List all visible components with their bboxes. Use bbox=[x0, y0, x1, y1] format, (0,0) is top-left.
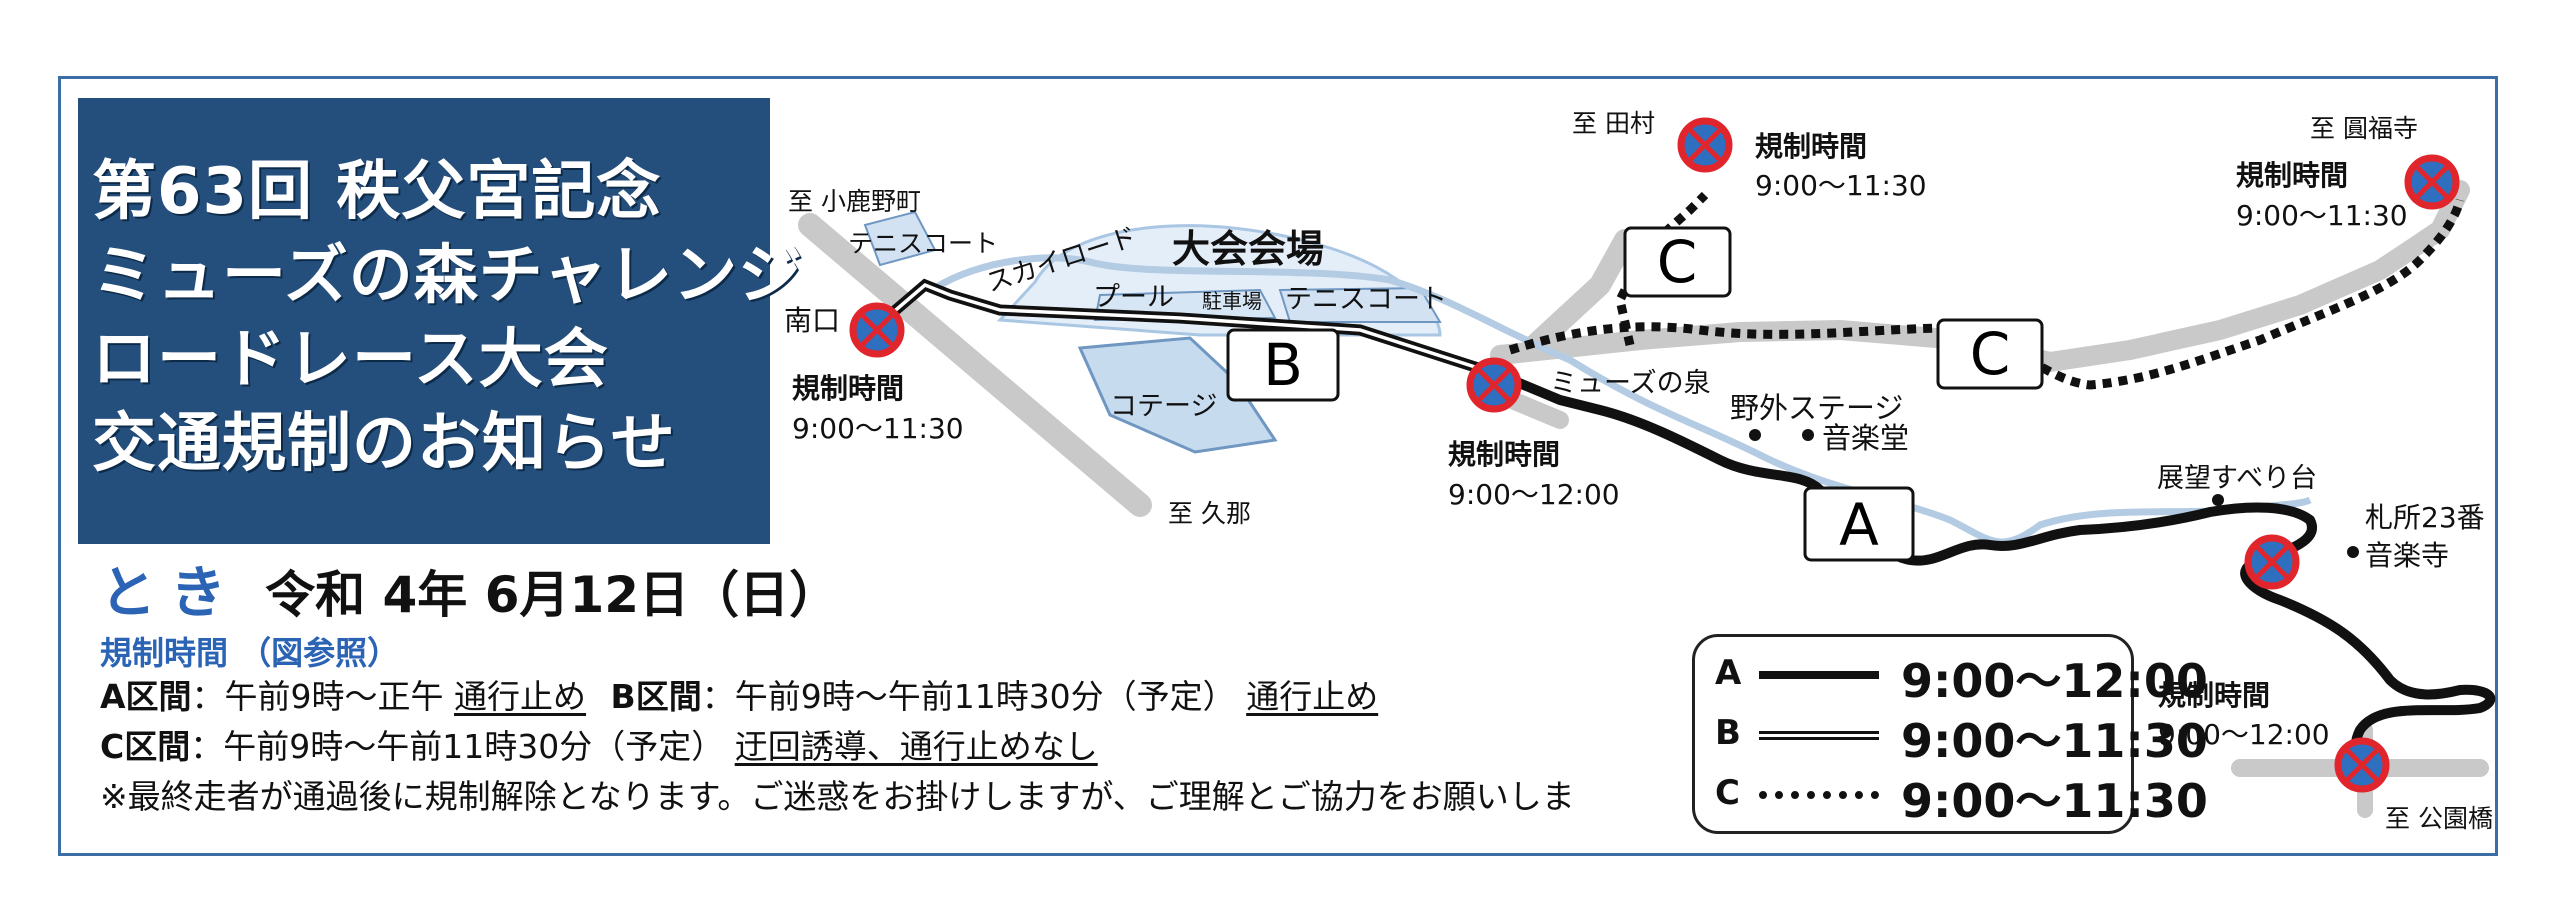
checkpoint-time-enpukuji: 9:00～11:30 bbox=[2236, 199, 2408, 232]
section-a-status: 通行止め bbox=[454, 677, 587, 716]
section-a-label: A bbox=[1839, 491, 1879, 559]
title-line-3: ロードレース大会 bbox=[92, 323, 609, 397]
section-b-label: B bbox=[1263, 331, 1303, 399]
checkpoint-label-south: 規制時間 bbox=[792, 372, 904, 405]
section-boxes: B A C C bbox=[1226, 226, 2044, 562]
south-gate-label: 南口 bbox=[784, 304, 840, 337]
venue-label: 大会会場 bbox=[1172, 227, 1324, 271]
section-a-box bbox=[1803, 486, 1915, 562]
legend-row-c: C 9:00〜11:30 bbox=[1715, 769, 2208, 828]
legend-time-a: 9:00〜12:00 bbox=[1901, 654, 2208, 708]
section-b-status: 通行止め bbox=[1246, 677, 1379, 716]
section-a-title: A区間 bbox=[100, 677, 192, 716]
section-c-status: 迂回誘導、通行止めなし bbox=[734, 727, 1098, 766]
tennis-court-area-2 bbox=[1278, 286, 1442, 323]
legend-letter-a: A bbox=[1715, 653, 1742, 693]
fudasho-label: 札所23番 bbox=[2365, 501, 2485, 534]
tennis-court-label-2: テニスコート bbox=[1285, 284, 1447, 315]
section-c-text: ：午前9時～午前11時30分（予定） bbox=[190, 727, 725, 766]
section-c-box-2 bbox=[1936, 318, 2044, 390]
section-c-title: C区間 bbox=[100, 727, 191, 766]
section-c-line: C区間：午前9時～午前11時30分（予定） 迂回誘導、通行止めなし bbox=[100, 720, 1098, 768]
muse-spring-label: ミューズの泉 bbox=[1550, 368, 1711, 399]
legend-solid-line bbox=[1759, 671, 1879, 679]
no-entry-marker-enpukuji bbox=[2404, 154, 2460, 210]
section-c-label-2: C bbox=[1970, 320, 2011, 388]
no-entry-marker-middle bbox=[1466, 357, 1522, 413]
section-b-box bbox=[1226, 328, 1340, 402]
date-label: とき bbox=[100, 561, 240, 626]
date-value: 令和 4年 6月12日（日） bbox=[265, 566, 840, 624]
to-tamura-label: 至 田村 bbox=[1572, 109, 1655, 138]
checkpoint-time-fudasho: 9:00～12:00 bbox=[2158, 718, 2330, 751]
checkpoint-time-middle: 9:00～12:00 bbox=[1448, 478, 1620, 511]
title-panel: 第63回 秩父宮記念 ミューズの森チャレンジ ロードレース大会 交通規制のお知ら… bbox=[78, 98, 804, 544]
river bbox=[933, 254, 2312, 546]
road-kokano-kuna bbox=[798, 213, 1152, 517]
legend-time-c: 9:00〜11:30 bbox=[1901, 774, 2208, 828]
legend-row-a: A 9:00〜12:00 bbox=[1715, 649, 2208, 708]
checkpoint-label-middle: 規制時間 bbox=[1448, 438, 1560, 471]
music-temple-label: 音楽寺 bbox=[2365, 539, 2449, 572]
venue-area bbox=[863, 210, 1442, 454]
to-kokano-label: 至 小鹿野町 bbox=[788, 187, 921, 216]
legend-time-b: 9:00〜11:30 bbox=[1901, 714, 2208, 768]
legend-double-line bbox=[1759, 731, 1879, 740]
tennis-court-area bbox=[863, 210, 937, 267]
legend-row-b: B 9:00〜11:30 bbox=[1715, 709, 2208, 768]
checkpoint-time-south: 9:00～11:30 bbox=[792, 412, 964, 445]
section-c-box-1 bbox=[1623, 226, 1732, 298]
checkpoint-label-fudasho: 規制時間 bbox=[2158, 679, 2270, 712]
legend-letter-c: C bbox=[1715, 773, 1740, 813]
no-entry-markers bbox=[849, 117, 2460, 793]
legend-dotted-line bbox=[1759, 791, 1879, 799]
checkpoint-labels: 規制時間 9:00～11:30 規制時間 9:00～12:00 規制時間 9:0… bbox=[792, 130, 2408, 751]
cottage-area bbox=[1077, 336, 1278, 454]
no-entry-marker-south bbox=[849, 302, 905, 358]
checkpoint-label-enpukuji: 規制時間 bbox=[2236, 159, 2348, 192]
slide-label: 展望すべり台 bbox=[2157, 463, 2317, 494]
section-a-text: ：午前9時～正午 bbox=[191, 677, 444, 716]
notice-note: ※最終走者が通過後に規制解除となります。ご迷惑をお掛けしますが、ご理解とご協力を… bbox=[100, 777, 1575, 816]
no-entry-marker-bottom bbox=[2334, 737, 2390, 793]
legend-box: A 9:00〜12:00 B 9:00〜11:30 C 9:00〜11:30 bbox=[1692, 634, 2208, 834]
checkpoint-time-tamura: 9:00～11:30 bbox=[1755, 169, 1927, 202]
title-line-2: ミューズの森チャレンジ bbox=[92, 239, 804, 313]
tennis-court-label-1: テニスコート bbox=[848, 229, 998, 258]
section-c-label-1: C bbox=[1657, 228, 1698, 296]
date-row: とき 令和 4年 6月12日（日） bbox=[100, 548, 839, 629]
stage-dot bbox=[1749, 429, 1761, 441]
cottage-label: コテージ bbox=[1110, 391, 1217, 422]
road-to-tamura bbox=[1524, 229, 1636, 356]
no-entry-marker-fudasho bbox=[2244, 534, 2300, 590]
parking-label: 駐車場 bbox=[1202, 289, 1262, 313]
section-b-title: B区間 bbox=[610, 677, 702, 716]
legend-letter-b: B bbox=[1715, 713, 1741, 753]
to-enpukuji-label: 至 圓福寺 bbox=[2310, 114, 2418, 143]
section-ab-line: A区間：午前9時～正午 通行止め B区間：午前9時～午前11時30分（予定） 通… bbox=[100, 670, 1378, 718]
section-b-text: ：午前9時～午前11時30分（予定） bbox=[701, 677, 1236, 716]
outdoor-stage-label: 野外ステージ bbox=[1730, 391, 1903, 425]
no-entry-marker-tamura bbox=[1677, 117, 1733, 173]
title-line-4: 交通規制のお知らせ bbox=[92, 407, 676, 481]
temple-dot bbox=[2347, 546, 2359, 558]
notice-frame bbox=[58, 76, 2498, 856]
hall-dot bbox=[1802, 429, 1814, 441]
to-kuna-label: 至 久那 bbox=[1168, 499, 1251, 528]
route-b-line bbox=[866, 278, 1502, 381]
to-koenbashi-label: 至 公園橋 bbox=[2385, 804, 2493, 833]
place-labels: 至 小鹿野町 テニスコート スカイロード 大会会場 プール 駐車場 テニスコート… bbox=[784, 109, 2493, 833]
music-hall-label: 音楽堂 bbox=[1822, 421, 1909, 455]
title-line-1: 第63回 秩父宮記念 bbox=[92, 155, 662, 229]
regulation-heading: 規制時間 （図参照） bbox=[100, 634, 400, 672]
slide-dot bbox=[2212, 494, 2224, 506]
pool-label: プール bbox=[1093, 282, 1174, 313]
checkpoint-label-tamura: 規制時間 bbox=[1755, 130, 1867, 163]
